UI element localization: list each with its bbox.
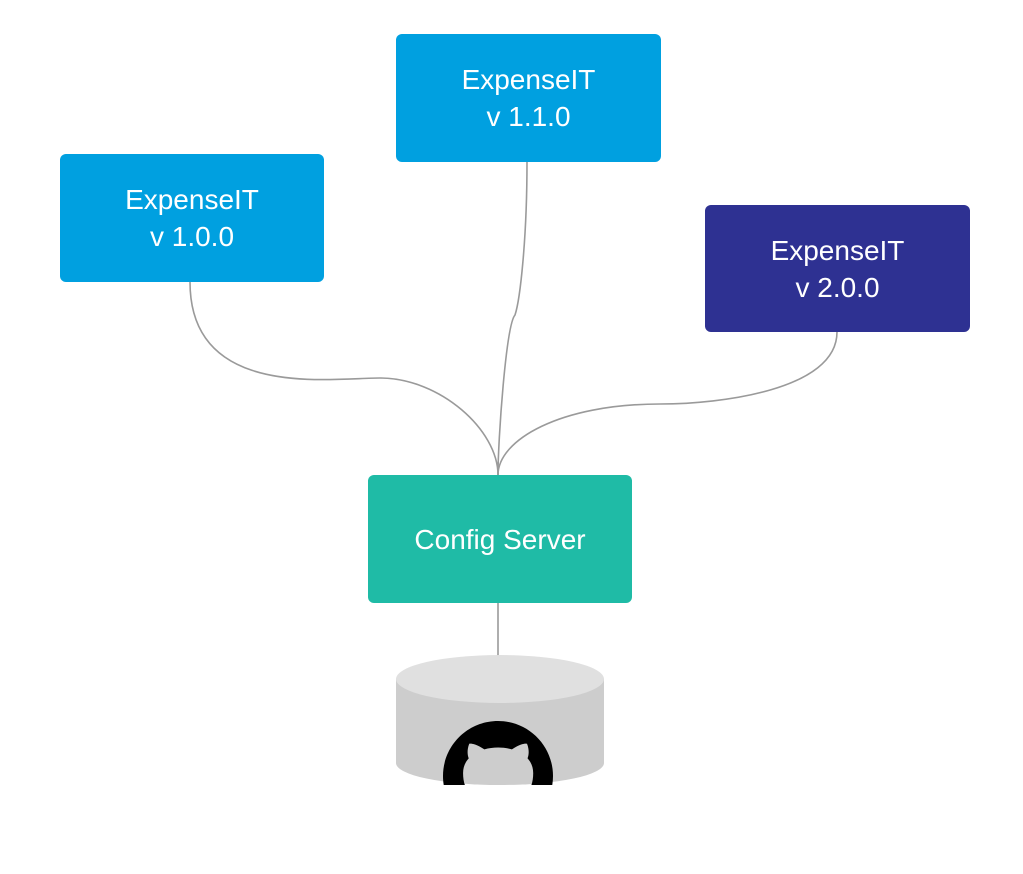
expenseit-v1-0-0-node: ExpenseIT v 1.0.0: [60, 154, 324, 282]
repository-cylinder: [396, 655, 604, 785]
node-version: v 2.0.0: [795, 271, 880, 303]
expenseit-v2-0-0-node: ExpenseIT v 2.0.0: [705, 205, 970, 332]
edge-v1-1-0-to-config-server: [497, 161, 528, 476]
edge-v2-0-0-to-config-server: [497, 331, 838, 476]
cylinder-top: [396, 655, 604, 703]
config-server-node: Config Server: [368, 475, 632, 603]
node-title: Config Server: [414, 523, 586, 555]
github-icon: [443, 721, 553, 785]
node-title: ExpenseIT: [770, 234, 905, 266]
expenseit-v1-1-0-node: ExpenseIT v 1.1.0: [396, 34, 661, 162]
edge-v1-0-0-to-config-server: [189, 281, 499, 476]
node-version: v 1.1.0: [486, 101, 571, 132]
node-title: ExpenseIT: [125, 184, 259, 215]
node-title: ExpenseIT: [461, 64, 596, 95]
node-version: v 1.0.0: [149, 221, 235, 252]
